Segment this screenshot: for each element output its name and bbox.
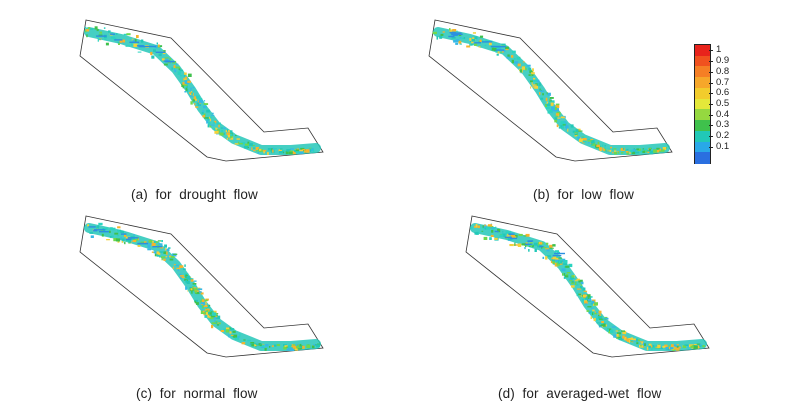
wetted-channel [470, 223, 707, 351]
color-scale-band [695, 77, 710, 89]
caption-drought-flow: (a) for drought flow [131, 187, 258, 202]
wetted-channel [84, 27, 321, 155]
color-scale-band [695, 130, 710, 143]
color-scale-label: 0.9 [716, 55, 730, 67]
color-scale-label: 0.3 [716, 119, 730, 131]
color-scale-band [695, 66, 710, 78]
color-scale-band [695, 120, 710, 132]
color-scale-tick [709, 146, 713, 148]
caption-normal-flow: (c) for normal flow [136, 386, 258, 401]
color-scale-label: 0.1 [716, 140, 730, 152]
wetted-channel [433, 27, 670, 155]
habitat-patches [470, 223, 705, 351]
color-scale-tick [709, 61, 713, 63]
color-scale-tick [709, 50, 713, 52]
color-scale-label: 1 [716, 44, 722, 56]
color-scale-band [695, 141, 710, 153]
color-scale-label: 0.4 [716, 108, 730, 120]
domain-boundary [465, 215, 710, 358]
color-scale-tick [709, 125, 713, 127]
panel-normal-flow [76, 210, 326, 360]
habitat-patches [432, 28, 668, 155]
panel-drought-flow [76, 14, 326, 164]
panel-averaged-wet-flow [462, 210, 712, 360]
color-scale-tick [709, 136, 713, 138]
river-habitat-map [428, 19, 673, 162]
color-scale-label: 0.6 [716, 87, 730, 99]
color-scale-label: 0.7 [716, 76, 730, 88]
river-habitat-map [465, 215, 710, 358]
domain-boundary [79, 215, 324, 358]
river-habitat-map [79, 19, 324, 162]
color-scale-band [695, 98, 710, 110]
color-scale-band [695, 109, 710, 121]
domain-boundary [79, 19, 324, 162]
habitat-patches [84, 26, 315, 155]
color-scale-tick [709, 93, 713, 95]
color-scale-tick [709, 71, 713, 73]
caption-low-flow: (b) for low flow [533, 187, 634, 202]
color-scale-tick [709, 114, 713, 116]
color-scale-tick [709, 104, 713, 105]
caption-averaged-wet-flow: (d) for averaged-wet flow [498, 386, 662, 401]
habitat-patches [87, 222, 321, 351]
color-scale-label: 0.5 [716, 98, 730, 109]
color-scale-band [695, 55, 710, 68]
color-scale-band [695, 87, 710, 100]
color-scale-label: 0.2 [716, 130, 730, 142]
color-scale-label: 0.8 [716, 65, 730, 77]
wetted-channel [84, 223, 321, 351]
color-scale-band [695, 45, 710, 57]
domain-boundary [428, 19, 673, 162]
color-scale-band [695, 152, 710, 164]
color-scale-tick [709, 82, 713, 84]
panel-low-flow [425, 14, 675, 164]
river-habitat-map [79, 215, 324, 358]
